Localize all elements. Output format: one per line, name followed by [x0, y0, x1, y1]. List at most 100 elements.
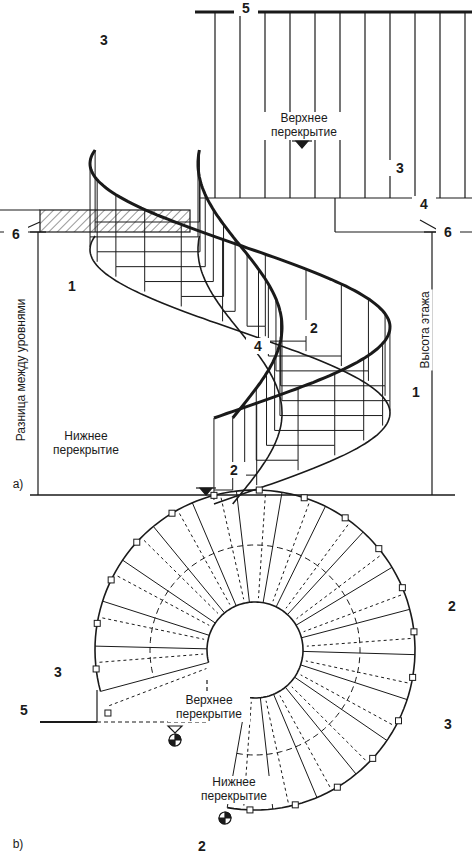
tread	[267, 445, 335, 446]
nosing	[292, 687, 366, 760]
baluster	[205, 195, 206, 267]
baluster	[235, 239, 236, 311]
level-label: Нижнее перекрытие	[44, 430, 128, 458]
baluster-post	[301, 495, 307, 501]
callout-number: 1	[60, 278, 84, 294]
baluster	[389, 329, 390, 401]
riser	[265, 326, 266, 336]
tread	[145, 281, 214, 282]
baluster	[181, 224, 182, 296]
nosing	[273, 504, 309, 602]
tread-edge	[276, 506, 325, 607]
tread-edge	[236, 491, 249, 602]
callout-number: 4	[246, 338, 270, 354]
callout-number: 2	[302, 320, 326, 336]
riser	[363, 430, 364, 440]
callout-number: 6	[4, 226, 28, 242]
riser	[389, 401, 390, 411]
baluster-post	[134, 539, 140, 545]
baluster-post	[411, 629, 417, 635]
slab-left	[40, 210, 190, 232]
tread-edge	[303, 651, 415, 654]
tread	[116, 266, 205, 267]
callout-number: 5	[12, 702, 36, 718]
nosing	[99, 654, 203, 662]
tread	[281, 385, 385, 386]
riser	[382, 416, 383, 426]
callout-number: 1	[404, 384, 428, 400]
nosing	[280, 696, 330, 787]
baluster	[334, 373, 335, 445]
tread-edge	[103, 601, 210, 635]
tread-edge	[95, 646, 207, 649]
walking-line	[150, 545, 360, 755]
baluster	[382, 344, 383, 416]
baluster-post	[410, 674, 416, 680]
baluster-post	[292, 802, 298, 808]
tread-edge	[123, 560, 216, 623]
inner-edge	[207, 602, 303, 698]
riser	[256, 475, 257, 485]
nosing	[102, 618, 204, 639]
riser	[334, 445, 335, 455]
dimension-label: Высота этажа	[419, 289, 433, 370]
nosing	[297, 556, 380, 619]
baluster-post	[395, 718, 401, 724]
dimension-label: Разница между уровнями	[15, 297, 29, 444]
spiral-plan	[93, 487, 417, 813]
nosing	[118, 576, 210, 625]
baluster	[144, 210, 145, 282]
baluster	[222, 239, 223, 311]
tread-edge	[287, 532, 363, 615]
baluster	[298, 388, 299, 460]
level-label: Верхнее перекрытие	[168, 694, 250, 722]
riser	[368, 371, 369, 381]
tread	[90, 236, 198, 237]
baluster	[198, 165, 199, 237]
inner-handrail	[198, 150, 282, 418]
tread	[97, 251, 200, 252]
tread	[223, 311, 236, 312]
baluster	[115, 195, 116, 267]
nosing	[258, 494, 265, 598]
riser	[306, 341, 307, 351]
tread	[95, 222, 199, 223]
baluster-post	[93, 666, 99, 672]
nosing	[144, 540, 218, 613]
baluster-post	[256, 487, 262, 493]
nosing	[307, 638, 411, 646]
baluster	[274, 358, 275, 430]
baluster-post	[399, 585, 405, 591]
baluster	[275, 299, 276, 371]
tread-edge	[301, 609, 409, 637]
tread-edge	[301, 665, 407, 700]
callout-number: 2	[222, 462, 246, 478]
nosing	[179, 514, 229, 605]
baluster	[213, 210, 214, 282]
baluster-post	[211, 492, 217, 498]
tread	[247, 326, 265, 327]
callout-number: 4	[412, 196, 436, 212]
baluster-post	[105, 710, 111, 716]
baluster	[258, 269, 259, 341]
baluster	[90, 165, 91, 237]
level-label: a)	[4, 478, 32, 492]
baluster	[368, 299, 369, 371]
baluster-post	[108, 577, 114, 583]
tread	[268, 356, 341, 357]
level-label: Верхнее перекрытие	[262, 112, 346, 140]
baluster	[363, 358, 364, 430]
spiral-stair	[90, 150, 390, 504]
nosing	[221, 498, 244, 600]
riser	[90, 237, 91, 247]
outer-edge	[95, 490, 415, 810]
baluster	[247, 254, 248, 326]
baluster	[341, 284, 342, 356]
callout-number: 3	[46, 664, 70, 680]
tread	[280, 415, 383, 416]
tread	[245, 475, 257, 476]
baluster-post	[247, 807, 253, 813]
callout-number: 5	[234, 0, 258, 16]
baluster	[213, 418, 214, 490]
baluster	[280, 314, 281, 386]
